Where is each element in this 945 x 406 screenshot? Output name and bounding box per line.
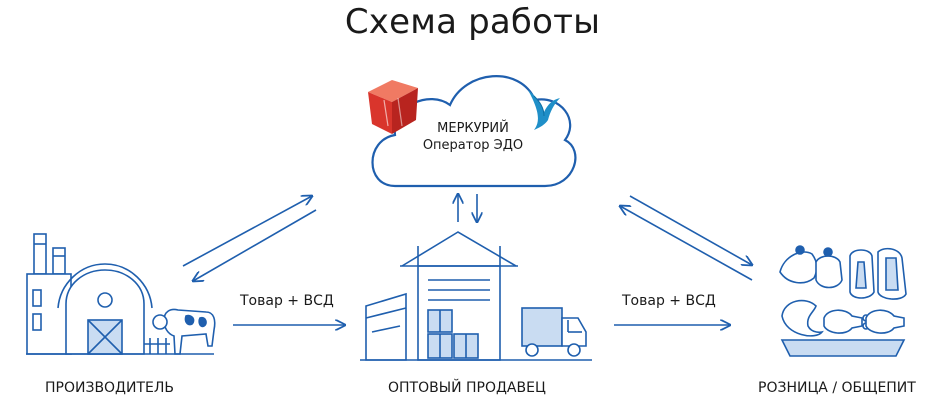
edo-bird-icon (528, 90, 560, 130)
cloud-caption: МЕРКУРИЙ Оператор ЭДО (408, 120, 538, 154)
producer-farm-icon (26, 233, 216, 355)
node-label-producer: ПРОИЗВОДИТЕЛЬ (45, 380, 175, 396)
arrow-cloud-to-producer (193, 209, 317, 281)
wholesaler-warehouse-icon (360, 231, 592, 361)
retail-meat-tray-icon (779, 245, 907, 357)
arrow-retail-to-cloud (620, 206, 753, 281)
node-label-wholesaler: ОПТОВЫЙ ПРОДАВЕЦ (388, 380, 546, 396)
mercury-cube-icon (368, 80, 418, 134)
node-label-retail: РОЗНИЦА / ОБЩЕПИТ (758, 380, 916, 396)
arrow-producer-to-cloud (182, 196, 312, 267)
diagram-title: Схема работы (344, 2, 601, 42)
cloud-operator-name: Оператор ЭДО (422, 138, 524, 153)
flow-label-left: Товар + ВСД (240, 293, 334, 309)
flow-label-right: Товар + ВСД (622, 293, 716, 309)
cloud-system-name: МЕРКУРИЙ (437, 121, 509, 136)
arrow-cloud-to-retail (629, 195, 752, 265)
cloud-icon (371, 75, 577, 188)
